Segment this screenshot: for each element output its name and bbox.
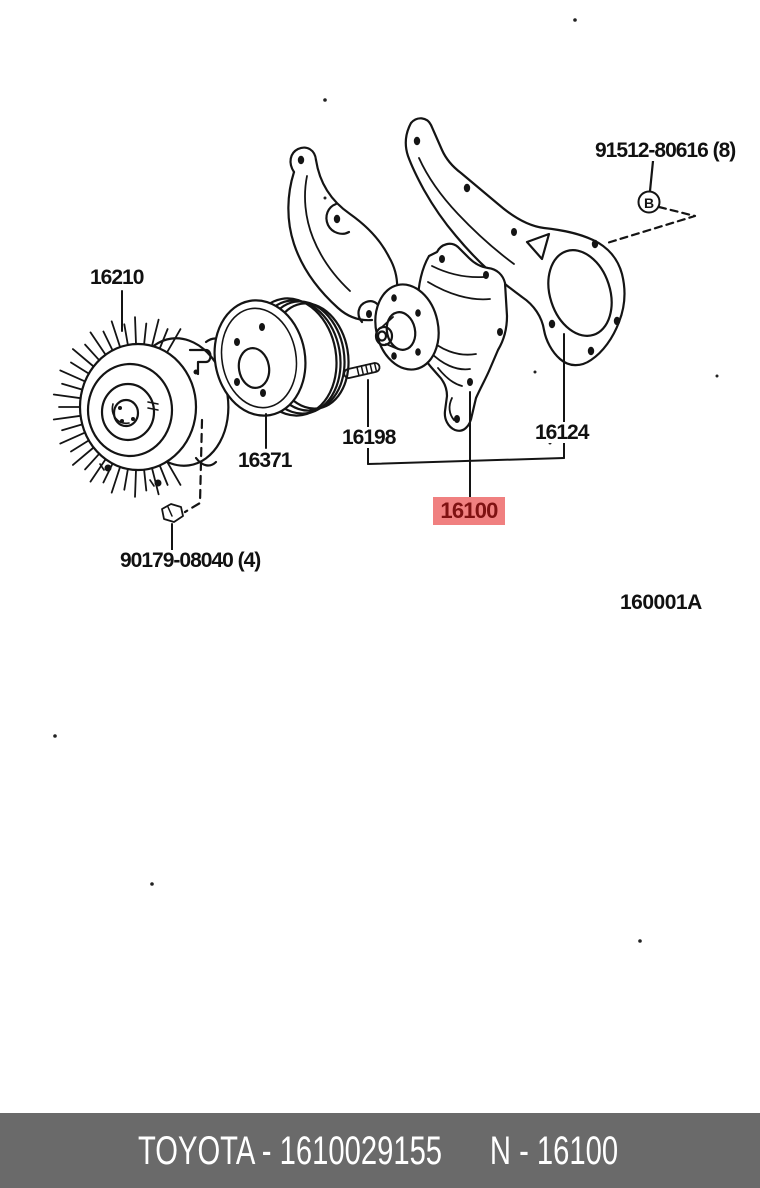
- bolt-90179-drawing: [161, 418, 204, 523]
- bolt-hole: [391, 352, 397, 360]
- part-label-16371: 16371: [236, 449, 294, 472]
- bolt-hole: [297, 155, 305, 165]
- bolt-hole: [463, 183, 471, 193]
- bolt-hole: [587, 346, 595, 356]
- bolt-hole: [234, 338, 240, 346]
- bolt-hole: [454, 415, 460, 423]
- bolt-hole: [415, 348, 421, 356]
- bolt-hole: [259, 323, 265, 331]
- gasket-cutout: [525, 232, 551, 261]
- bolt-hole: [234, 378, 240, 386]
- bolt-hole: [497, 328, 503, 336]
- scan-specks: [53, 18, 719, 943]
- bolt-hole: [591, 239, 599, 249]
- part-label-91512: 91512-80616 (8): [593, 139, 738, 162]
- callout-b-letter: B: [644, 195, 654, 211]
- water-pump-16100-drawing: [374, 242, 509, 432]
- bolt-hole: [366, 310, 372, 318]
- selected-part-highlight: 16100: [433, 497, 505, 525]
- bolt-hole: [415, 309, 421, 317]
- footer-part-id: TOYOTA - 1610029155: [137, 1128, 443, 1173]
- bolt-hole: [260, 389, 266, 397]
- pump-shaft: [374, 325, 394, 347]
- bolt-hole: [511, 228, 517, 236]
- pump-hub: [385, 311, 417, 351]
- part-label-16210: 16210: [88, 266, 146, 289]
- part-label-16198: 16198: [340, 426, 398, 449]
- bolt-hole: [467, 378, 473, 386]
- bolt-hole: [413, 136, 421, 146]
- bolt-hole: [548, 319, 556, 329]
- gasket-16124-drawing: [404, 117, 626, 367]
- bolt-hole: [483, 271, 489, 279]
- part-label-90179: 90179-08040 (4): [118, 549, 263, 572]
- pulley-center-hole: [237, 347, 271, 389]
- footer-part-number: N - 16100: [489, 1128, 619, 1173]
- bolt-hole: [333, 214, 341, 224]
- fan-clutch-16210-drawing: [52, 316, 230, 498]
- bracket-line: [367, 457, 565, 465]
- part-label-16124: 16124: [533, 421, 591, 444]
- pulley-16371-drawing: [213, 297, 350, 417]
- gasket-opening: [547, 249, 613, 337]
- callout-b-symbol: B: [605, 159, 697, 245]
- gasket-left-drawing: [287, 146, 399, 324]
- stud-16198-drawing: [343, 362, 381, 379]
- footer-bar: TOYOTA - 1610029155 N - 16100: [0, 1113, 760, 1188]
- bolt-hole: [613, 316, 621, 326]
- bolt-hole: [439, 255, 445, 263]
- figure-code: 160001A: [620, 591, 702, 614]
- pulley-face: [213, 299, 307, 417]
- clutch-fins: [52, 316, 182, 498]
- bolt-hole: [391, 294, 397, 302]
